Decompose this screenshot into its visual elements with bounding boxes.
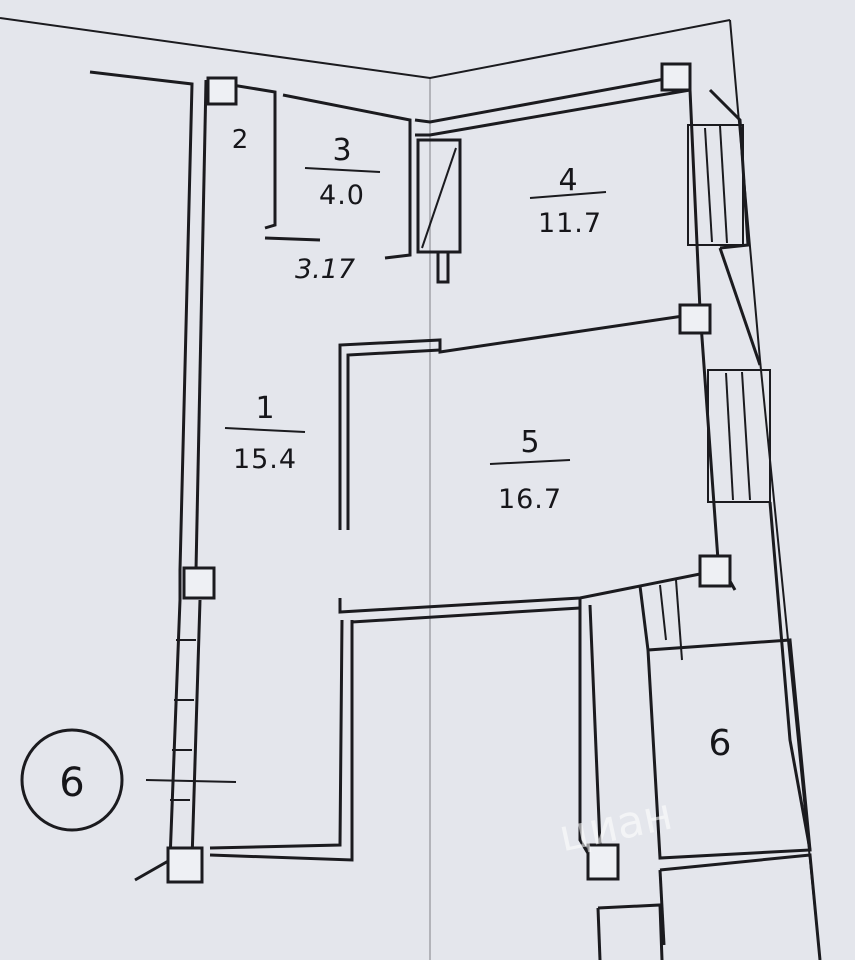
- column: [182, 566, 216, 600]
- svg-text:4: 4: [558, 163, 577, 198]
- svg-text:4.0: 4.0: [319, 180, 365, 211]
- left-wall: [89, 70, 237, 882]
- room-label-3: 3 4.0: [304, 133, 381, 211]
- shaft-block: [416, 138, 462, 284]
- dimension-label: 3.17: [295, 254, 355, 285]
- partition-4-5: [338, 313, 691, 530]
- top-wall: [225, 76, 691, 260]
- svg-text:6: 6: [59, 760, 84, 806]
- partition-below-5: [209, 570, 711, 862]
- axis-marker: 6: [20, 728, 124, 832]
- svg-text:6: 6: [709, 723, 732, 764]
- room-label-2: 2: [232, 125, 249, 155]
- column: [166, 846, 204, 884]
- svg-text:15.4: 15.4: [233, 444, 297, 475]
- right-wall: [687, 88, 812, 851]
- svg-text:2: 2: [232, 125, 249, 155]
- columns: [166, 62, 732, 884]
- column: [586, 843, 620, 881]
- sheet-top-edge: [0, 17, 731, 80]
- column: [698, 554, 732, 588]
- svg-text:5: 5: [520, 425, 539, 460]
- room-label-4: 4 11.7: [529, 163, 607, 239]
- room-label-6: 6: [709, 723, 732, 764]
- svg-text:11.7: 11.7: [538, 208, 602, 239]
- column: [678, 303, 712, 335]
- svg-text:16.7: 16.7: [498, 484, 562, 515]
- svg-text:1: 1: [255, 391, 274, 426]
- column: [660, 62, 692, 92]
- column: [206, 76, 238, 106]
- lower-right-area: [578, 579, 822, 960]
- room-label-5: 5 16.7: [489, 425, 571, 515]
- svg-text:3: 3: [332, 133, 351, 168]
- room-label-1: 1 15.4: [224, 391, 306, 475]
